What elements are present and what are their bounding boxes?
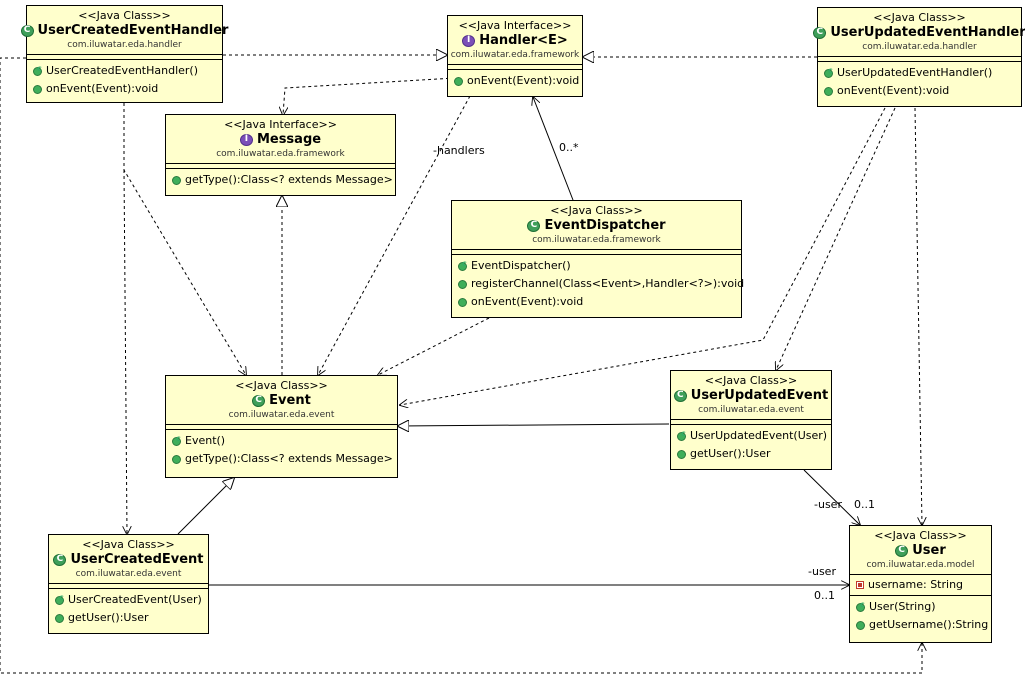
member-method: getUser():User — [671, 445, 831, 463]
stereotype: <<Java Interface>> — [458, 19, 572, 32]
package-name: com.iluwatar.eda.event — [75, 569, 182, 579]
public-method-icon — [172, 454, 181, 464]
stereotype: <<Java Interface>> — [224, 118, 337, 131]
public-method-icon — [172, 175, 181, 185]
package-name: com.iluwatar.eda.framework — [450, 50, 580, 60]
class-icon: C — [813, 26, 827, 39]
package-name: com.iluwatar.eda.handler — [67, 40, 182, 50]
class-icon: C — [20, 24, 34, 37]
dispatcher-handlers-association — [533, 97, 574, 201]
label-uue-user-mult: 0..1 — [854, 498, 875, 511]
uceh-uses-uce — [124, 169, 127, 534]
public-method-icon — [458, 279, 467, 289]
stereotype: <<Java Class>> — [235, 379, 328, 392]
interface-icon: I — [239, 133, 253, 146]
uue-extends-event — [398, 424, 670, 426]
constructor-icon — [824, 62, 833, 80]
package-name: com.iluwatar.eda.model — [866, 560, 975, 570]
member-method: registerChannel(Class<Event>,Handler<?>)… — [452, 275, 744, 293]
package-name: com.iluwatar.eda.framework — [216, 149, 345, 159]
handler-uses-event — [318, 95, 471, 375]
member-method: getUser():User — [49, 609, 208, 627]
package-name: com.iluwatar.eda.event — [228, 410, 335, 420]
member-constructor: UserCreatedEvent(User) — [49, 589, 208, 609]
member-method: getType():Class<? extends Message> — [166, 171, 395, 189]
constructor-icon — [856, 596, 865, 614]
class-name: User — [912, 543, 946, 558]
class-name: UserUpdatedEvent — [690, 388, 829, 403]
public-method-icon — [677, 449, 686, 459]
uce-extends-event — [177, 478, 234, 535]
member-method: getType():Class<? extends Message> — [166, 450, 397, 468]
interface-icon: I — [462, 34, 476, 47]
interface-name: Message — [256, 132, 322, 147]
stereotype: <<Java Class>> — [873, 11, 966, 24]
class-icon: C — [527, 219, 541, 232]
class-name: UserCreatedEventHandler — [37, 23, 229, 38]
public-method-icon — [856, 620, 865, 630]
class-name: UserUpdatedEventHandler — [830, 25, 1025, 40]
constructor-icon — [33, 60, 42, 78]
public-method-icon — [33, 84, 42, 94]
member-constructor: EventDispatcher() — [452, 255, 741, 275]
member-constructor: Event() — [166, 430, 397, 450]
outer-dependency-loop — [0, 57, 922, 674]
interface-name: Handler<E> — [479, 33, 568, 48]
constructor-icon — [172, 430, 181, 448]
member-constructor: UserCreatedEventHandler() — [27, 60, 222, 80]
class-icon: C — [252, 394, 266, 407]
member-method: getUsername():String — [850, 616, 991, 634]
label-uue-user-role: -user — [814, 498, 842, 511]
class-name: EventDispatcher — [544, 218, 666, 233]
class-name: Event — [269, 393, 311, 408]
member-constructor: User(String) — [850, 596, 991, 616]
stereotype: <<Java Class>> — [874, 529, 967, 542]
private-field-icon — [856, 581, 864, 589]
handler-uses-message — [283, 77, 456, 115]
stereotype: <<Java Class>> — [78, 9, 171, 22]
package-name: com.iluwatar.eda.event — [698, 405, 804, 415]
public-method-icon — [824, 86, 833, 96]
ueh-uses-user — [914, 107, 922, 525]
member-method: onEvent(Event):void — [27, 80, 222, 98]
package-name: com.iluwatar.eda.handler — [862, 42, 977, 52]
member-method: onEvent(Event):void — [452, 293, 741, 311]
class-icon: C — [895, 544, 909, 557]
member-field: username: String — [850, 576, 991, 594]
member-constructor: UserUpdatedEventHandler() — [818, 62, 1021, 82]
label-handlers-mult: 0..* — [559, 141, 579, 154]
class-name: UserCreatedEvent — [70, 552, 204, 567]
class-icon: C — [53, 553, 67, 566]
member-constructor: UserUpdatedEvent(User) — [671, 425, 831, 445]
public-method-icon — [458, 297, 467, 307]
constructor-icon — [55, 589, 64, 607]
package-name: com.iluwatar.eda.framework — [532, 235, 661, 245]
label-uce-user-role: -user — [808, 565, 836, 578]
label-uce-user-mult: 0..1 — [814, 589, 835, 602]
member-method: onEvent(Event):void — [448, 72, 582, 90]
label-handlers-role: -handlers — [433, 144, 485, 157]
uue-user-association — [803, 469, 860, 525]
stereotype: <<Java Class>> — [704, 374, 798, 387]
member-method: onEvent(Event):void — [818, 82, 1021, 100]
class-icon: C — [673, 389, 687, 402]
constructor-icon — [458, 255, 467, 273]
dispatcher-uses-event — [378, 317, 490, 375]
stereotype: <<Java Class>> — [550, 204, 643, 217]
public-method-icon — [454, 76, 463, 86]
stereotype: <<Java Class>> — [82, 538, 175, 551]
public-method-icon — [55, 613, 64, 623]
ueh-uses-uue — [776, 107, 896, 370]
constructor-icon — [677, 425, 686, 443]
